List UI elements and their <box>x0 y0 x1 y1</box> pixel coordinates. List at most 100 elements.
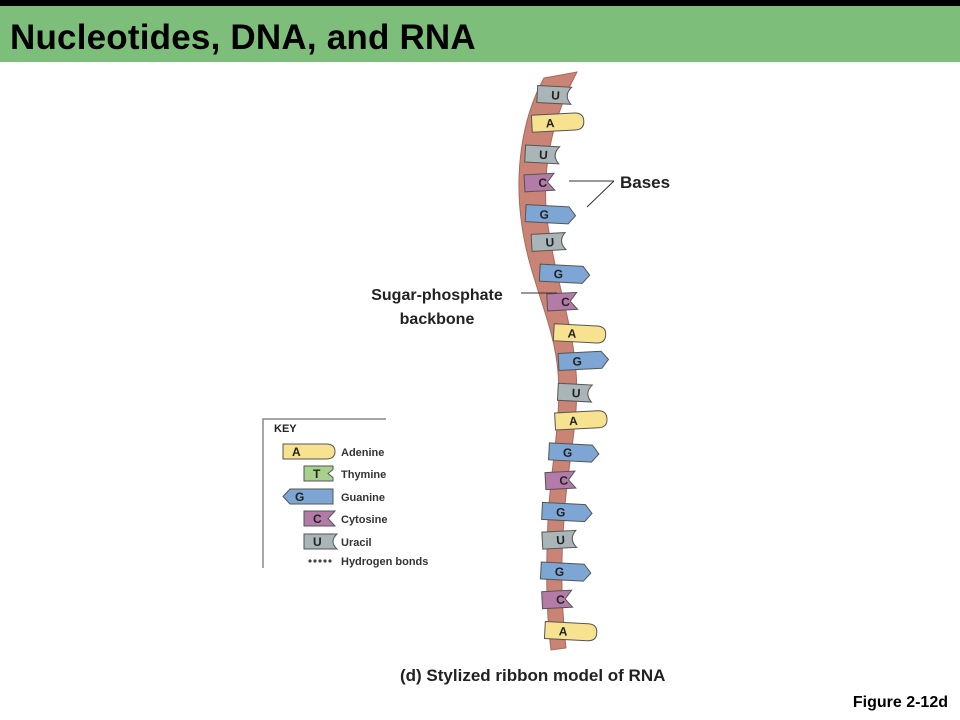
strand-base-letter-8: C <box>561 295 571 309</box>
strand-base-tab-13 <box>548 442 600 463</box>
strand-base-letter-2: A <box>545 116 555 130</box>
strand-base-18-cytosine: C <box>541 589 574 610</box>
key-swatch-thymine <box>303 465 334 482</box>
hbond-dot-5 <box>328 559 332 563</box>
strand-base-letter-12: A <box>569 414 579 428</box>
key-name-cytosine: Cytosine <box>341 514 387 526</box>
strand-base-3-uracil: U <box>524 144 561 165</box>
strand-base-4-cytosine: C <box>523 172 556 193</box>
strand-base-letter-1: U <box>551 88 560 102</box>
key-letter-uracil: U <box>313 535 322 549</box>
strand-base-tab-4 <box>523 172 556 193</box>
strand-base-letter-6: U <box>545 235 554 249</box>
strand-base-letter-18: C <box>556 593 566 607</box>
page-title: Nucleotides, DNA, and RNA <box>10 18 476 57</box>
hbond-dot-3 <box>318 559 322 563</box>
strand-base-letter-10: G <box>572 354 582 368</box>
strand-base-letter-5: G <box>539 207 549 221</box>
key-letter-thymine: T <box>313 467 321 481</box>
strand-base-19-adenine: A <box>543 620 598 642</box>
strand-base-letter-16: U <box>556 533 565 547</box>
bases-leader-line-2 <box>586 180 615 208</box>
strand-base-tab-1 <box>536 84 573 105</box>
key-name-guanine: Guanine <box>341 492 385 504</box>
strand-base-16-uracil: U <box>541 529 578 550</box>
strand-base-tab-16 <box>541 529 578 550</box>
key-swatch-cytosine <box>303 510 337 527</box>
key-swatch-adenine <box>282 443 336 460</box>
strand-base-tab-19 <box>543 620 598 642</box>
strand-base-letter-19: A <box>558 624 568 638</box>
strand-base-5-guanine: G <box>524 204 577 225</box>
key-item-thymine: T Thymine <box>303 465 386 482</box>
strand-base-tab-2 <box>530 112 585 133</box>
strand-base-tab-18 <box>541 589 574 610</box>
key-name-uracil: Uracil <box>341 537 372 549</box>
key-name-thymine: Thymine <box>341 469 386 481</box>
key-swatch-guanine <box>282 488 334 505</box>
hbond-dot-1 <box>308 559 312 563</box>
key-letter-cytosine: C <box>313 512 322 526</box>
key-title: KEY <box>274 423 297 435</box>
key-letter-guanine: G <box>295 490 304 504</box>
strand-base-15-guanine: G <box>541 501 593 523</box>
title-bar: Nucleotides, DNA, and RNA <box>0 6 960 62</box>
strand-base-tab-9 <box>552 323 607 344</box>
strand-base-tab-14 <box>544 470 577 491</box>
strand-base-7-guanine: G <box>538 263 591 284</box>
strand-base-9-adenine: A <box>552 323 607 344</box>
strand-base-tab-5 <box>524 204 577 225</box>
key-name-adenine: Adenine <box>341 447 384 459</box>
figure-number: Figure 2-12d <box>852 694 948 711</box>
strand-base-letter-4: C <box>538 176 548 190</box>
strand-base-tab-12 <box>554 410 608 431</box>
key-swatch-uracil <box>303 533 339 550</box>
strand-base-letter-9: A <box>567 326 577 340</box>
key-letter-adenine: A <box>292 445 301 459</box>
strand-base-letter-7: G <box>553 267 563 281</box>
strand-base-tab-17 <box>539 561 592 582</box>
figure-caption: (d) Stylized ribbon model of RNA <box>400 666 666 685</box>
strand-base-letter-3: U <box>539 148 548 162</box>
strand-base-letter-15: G <box>556 505 566 519</box>
strand-base-6-uracil: U <box>530 232 568 252</box>
strand-base-13-guanine: G <box>548 442 600 463</box>
strand-base-2-adenine: A <box>530 112 585 133</box>
key-hbond-label: Hydrogen bonds <box>341 556 428 568</box>
bases-callout: Bases <box>569 173 670 208</box>
hydrogen-bond-dots <box>308 559 332 563</box>
key-item-adenine: A Adenine <box>282 443 384 460</box>
backbone-callout: Sugar-phosphate backbone <box>371 287 557 328</box>
strand-base-tab-7 <box>538 263 591 284</box>
key-item-uracil: U Uracil <box>303 533 372 550</box>
strand-base-12-adenine: A <box>554 410 608 431</box>
strand-base-tab-3 <box>524 144 561 165</box>
key-hbond: Hydrogen bonds <box>308 556 428 568</box>
strand-base-letter-13: G <box>563 446 573 460</box>
bases-label: Bases <box>620 173 670 192</box>
backbone-label-line-1: Sugar-phosphate <box>371 287 503 304</box>
hbond-dot-2 <box>313 559 317 563</box>
strand-base-17-guanine: G <box>539 561 592 582</box>
backbone-label-line-2: backbone <box>400 311 475 328</box>
strand-base-tab-15 <box>541 501 593 523</box>
strand-base-letter-11: U <box>571 386 580 400</box>
strand-base-tab-11 <box>556 382 594 403</box>
strand-base-14-cytosine: C <box>544 470 577 491</box>
key-item-cytosine: C Cytosine <box>303 510 387 527</box>
strand-base-1-uracil: U <box>536 84 573 105</box>
strand-base-letter-17: G <box>554 565 564 579</box>
strand-base-11-uracil: U <box>556 382 594 403</box>
strand-base-10-guanine: G <box>557 350 610 372</box>
strand-base-tab-6 <box>530 232 568 252</box>
strand-base-letter-14: C <box>559 473 569 487</box>
key-border <box>262 418 386 568</box>
hbond-dot-4 <box>323 559 327 563</box>
strand-base-tab-10 <box>557 350 610 372</box>
key-item-guanine: G Guanine <box>282 488 385 505</box>
strand-base-8-cytosine: C <box>546 291 579 312</box>
